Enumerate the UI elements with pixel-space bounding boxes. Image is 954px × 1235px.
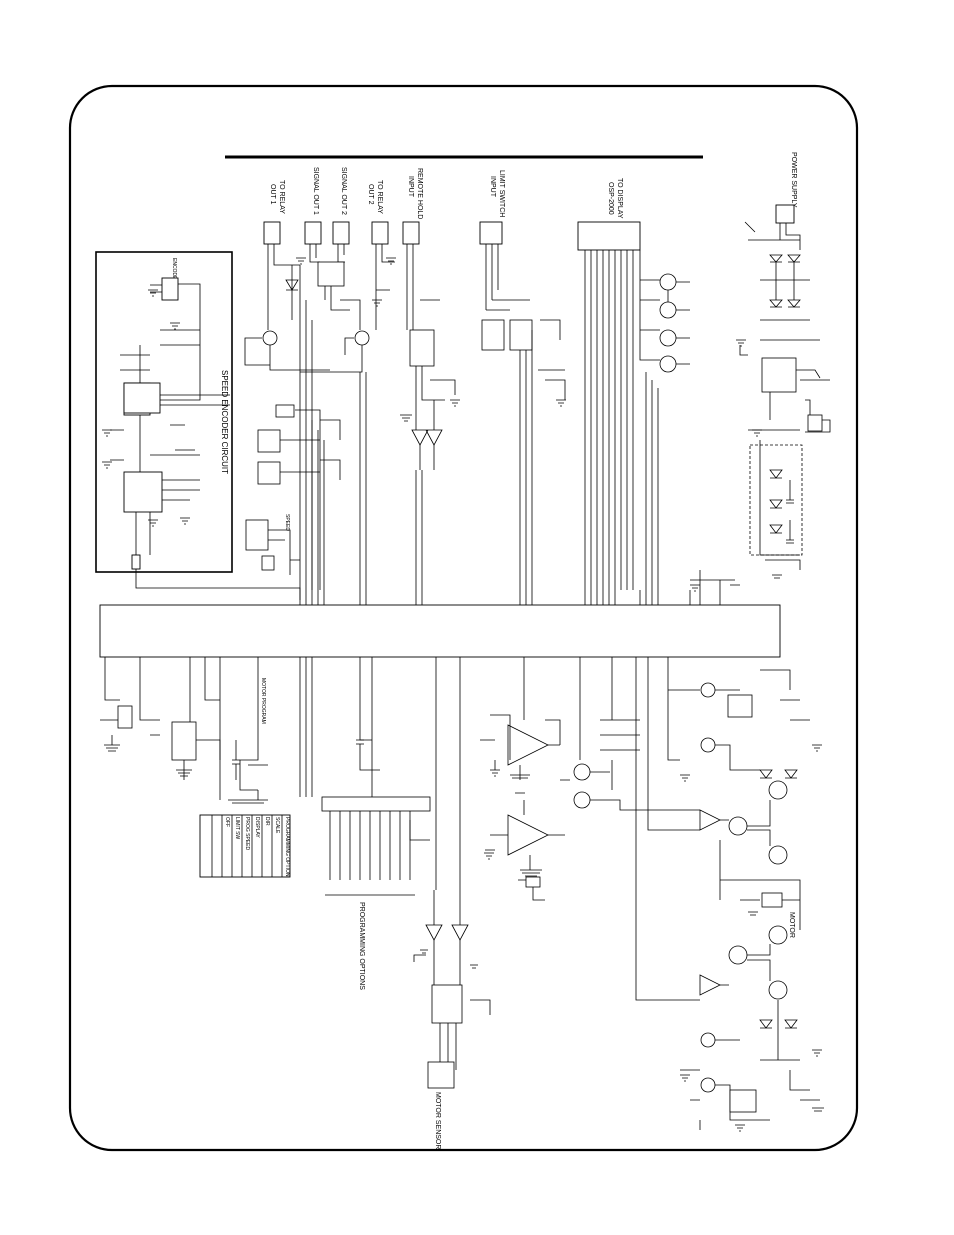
encoder-resistor (131, 554, 141, 570)
to-relay-2-label: TO RELAY (376, 180, 383, 214)
encoder-wiring (110, 283, 301, 600)
power-supply-circuit (739, 221, 831, 556)
programming-options-label: PROGRAMMING OPTIONS (358, 902, 365, 990)
top-connectors (263, 204, 795, 251)
options-row-4: DISPLAY (254, 817, 260, 838)
motor-program-label: MOTOR PROGRAM (260, 678, 266, 724)
encoder-ic-1b (123, 382, 161, 414)
encoder-ground-symbols (102, 289, 190, 527)
options-row-1: PROGRAMMING OPTION (284, 817, 290, 877)
to-relay-1-label: TO RELAY (278, 180, 285, 214)
to-display-label: TO DISPLAY (616, 178, 623, 219)
encoder-connector (161, 277, 179, 301)
display-part-label: OSP-2000 (607, 182, 614, 215)
remote-input-label: INPUT (407, 176, 414, 198)
power-regulator-block (690, 444, 803, 590)
options-row-6: LIMIT SW (234, 817, 240, 839)
motor-sensor-label: MOTOR SENSOR (434, 1092, 441, 1149)
remote-hold-circuit (400, 244, 456, 590)
options-row-5: PROG SPEED (244, 817, 250, 850)
reset-circuit (100, 670, 221, 780)
encoder-ic-2 (123, 471, 163, 513)
opamp-section (480, 670, 565, 901)
motor-drive-section (560, 669, 824, 1130)
power-supply-label: POWER SUPPLY (790, 152, 797, 208)
signal-out-circuit (300, 244, 395, 590)
limit-switch-label: LIMIT SWITCH (498, 170, 505, 217)
motor-label: MOTOR (788, 912, 795, 938)
speed-label: SPEED (284, 514, 290, 531)
out-1-label: OUT 1 (269, 184, 276, 205)
limit-switch-circuit (481, 244, 566, 590)
motor-sensor-circuit (413, 670, 491, 1089)
signal-out-1-label: SIGNAL OUT 1 (312, 167, 319, 215)
ground-symbols (296, 257, 822, 1132)
options-table: PROGRAMMING OPTION SCALE DIR DISPLAY PRO… (199, 814, 291, 878)
options-row-7: OFF (224, 817, 230, 827)
encoder-label: ENCODER (171, 258, 177, 283)
programming-options-block (299, 670, 431, 896)
remote-hold-label: REMOTE HOLD (416, 168, 423, 219)
program-switches (245, 404, 341, 590)
options-row-2: SCALE (274, 817, 280, 834)
microcontroller-ic (99, 604, 781, 658)
limit-input-label: INPUT (489, 176, 496, 198)
speed-encoder-box (95, 251, 233, 573)
speed-encoder-label: SPEED ENCODER CIRCUIT (220, 370, 229, 474)
out-2-label: OUT 2 (367, 184, 374, 205)
signal-out-2-label: SIGNAL OUT 2 (340, 167, 347, 215)
sheet-border (68, 84, 859, 1152)
motor-program-circuit (219, 670, 268, 804)
options-row-3: DIR (264, 817, 270, 826)
display-bus (584, 250, 690, 590)
